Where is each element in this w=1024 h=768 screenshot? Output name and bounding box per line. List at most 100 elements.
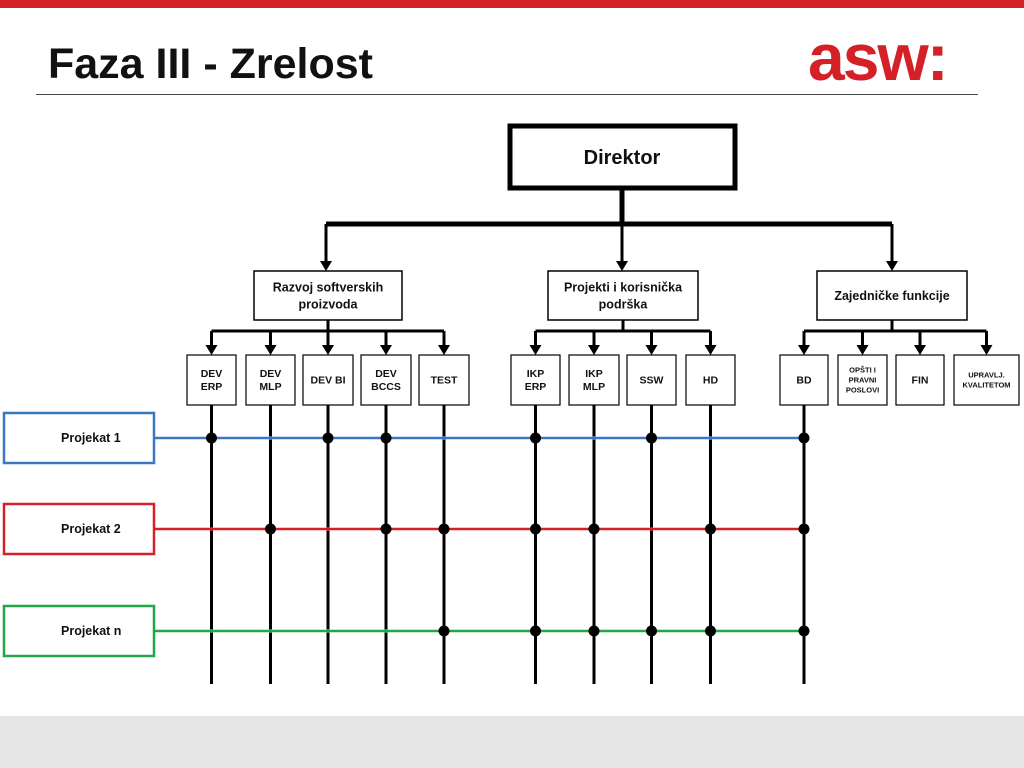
intersection-dot bbox=[588, 523, 600, 535]
unit-box bbox=[302, 354, 354, 406]
unit-box bbox=[837, 354, 888, 406]
unit-label-line: BCCS bbox=[371, 381, 401, 393]
department-label: Razvoj softverskih proizvoda bbox=[273, 280, 383, 311]
intersection-dot bbox=[206, 432, 217, 444]
department-label-line: Zajedničke funkcije bbox=[834, 289, 949, 303]
unit-label-line: SSW bbox=[640, 375, 664, 387]
intersection-mark bbox=[209, 629, 214, 633]
unit-label-line: UPRAVLJ. bbox=[968, 371, 1005, 380]
unit-label-line: HD bbox=[703, 375, 719, 387]
department-arrow-head bbox=[616, 261, 628, 271]
department-arrow-head bbox=[886, 261, 898, 271]
unit-arrow-head bbox=[980, 345, 993, 355]
unit-arrow-head bbox=[588, 345, 600, 355]
unit-label-line: FIN bbox=[912, 375, 929, 387]
unit-label-line: PRAVNI bbox=[849, 376, 877, 385]
unit-label-line: POSLOVI bbox=[846, 386, 879, 395]
department-arrow-head bbox=[320, 261, 332, 271]
intersection-mark bbox=[384, 629, 388, 633]
unit-label-line: DEV bbox=[201, 368, 223, 380]
intersection-mark bbox=[326, 527, 330, 531]
intersection-mark bbox=[268, 436, 273, 440]
intersection-dot bbox=[530, 432, 541, 444]
director-label: Direktor bbox=[584, 147, 661, 169]
unit-label-line: ERP bbox=[525, 381, 547, 393]
intersection-dot bbox=[380, 523, 392, 535]
unit-label: FIN bbox=[912, 375, 929, 387]
intersection-dot bbox=[646, 432, 657, 444]
unit-box bbox=[685, 354, 736, 406]
unit-label-line: ERP bbox=[201, 381, 223, 393]
unit-label-line: DEV BI bbox=[310, 375, 345, 387]
intersection-dot bbox=[530, 625, 541, 637]
unit-box bbox=[245, 354, 296, 406]
intersection-mark bbox=[442, 436, 446, 440]
top-accent-bar bbox=[0, 0, 1024, 8]
unit-label: DEV BI bbox=[310, 375, 345, 387]
unit-arrow-head bbox=[798, 345, 810, 355]
unit-label-line: KVALITETOM bbox=[962, 381, 1010, 390]
department-label: Projekti i korisnička podrška bbox=[564, 280, 683, 311]
intersection-dot bbox=[530, 523, 541, 535]
unit-label-line: DEV bbox=[260, 368, 282, 380]
unit-arrow-head bbox=[322, 345, 334, 355]
intersection-mark bbox=[209, 527, 214, 531]
unit-arrow-head bbox=[380, 345, 392, 355]
department-label-line: proizvoda bbox=[298, 297, 358, 311]
department-label: Zajedničke funkcije bbox=[834, 289, 949, 303]
unit-label: HD bbox=[703, 375, 719, 387]
unit-label: UPRAVLJ.KVALITETOM bbox=[962, 371, 1010, 390]
project-label: Projekat n bbox=[61, 624, 121, 638]
intersection-mark bbox=[268, 629, 273, 633]
intersection-dot bbox=[798, 625, 810, 637]
intersection-dot bbox=[588, 625, 600, 637]
project-label: Projekat 1 bbox=[61, 431, 121, 445]
intersection-mark bbox=[708, 436, 713, 440]
intersection-dot bbox=[798, 432, 810, 444]
department-label-line: Razvoj softverskih bbox=[273, 280, 383, 294]
intersection-dot bbox=[322, 432, 334, 444]
intersection-dot bbox=[438, 523, 450, 535]
intersection-mark bbox=[649, 527, 654, 531]
unit-box bbox=[895, 354, 945, 406]
unit-arrow-head bbox=[529, 345, 542, 355]
unit-box bbox=[953, 354, 1020, 406]
unit-label: SSW bbox=[640, 375, 664, 387]
unit-label-line: MLP bbox=[259, 381, 281, 393]
unit-label-line: BD bbox=[796, 375, 812, 387]
unit-box bbox=[568, 354, 620, 406]
footer-bar bbox=[0, 716, 1024, 768]
intersection-dot bbox=[705, 523, 716, 535]
intersection-dot bbox=[705, 625, 716, 637]
unit-label-line: DEV bbox=[375, 368, 397, 380]
unit-arrow-head bbox=[704, 345, 717, 355]
director-box bbox=[507, 123, 738, 191]
unit-arrow-head bbox=[856, 345, 869, 355]
department-box bbox=[253, 270, 403, 321]
unit-arrow-head bbox=[205, 345, 218, 355]
unit-arrow-head bbox=[645, 345, 658, 355]
unit-arrow-head bbox=[264, 345, 277, 355]
unit-label: BD bbox=[796, 375, 812, 387]
unit-label: TEST bbox=[431, 375, 458, 387]
department-label-line: Projekti i korisnička bbox=[564, 280, 683, 294]
unit-arrow-head bbox=[914, 345, 926, 355]
intersection-mark bbox=[592, 436, 596, 440]
intersection-dot bbox=[798, 523, 810, 535]
department-box bbox=[816, 270, 968, 321]
unit-arrow-head bbox=[438, 345, 450, 355]
department-label-line: podrška bbox=[599, 297, 649, 311]
project-label: Projekat 2 bbox=[61, 522, 121, 536]
unit-box bbox=[779, 354, 829, 406]
title-divider bbox=[36, 94, 978, 95]
unit-label-line: TEST bbox=[431, 375, 458, 387]
intersection-dot bbox=[380, 432, 392, 444]
intersection-dot bbox=[438, 625, 450, 637]
